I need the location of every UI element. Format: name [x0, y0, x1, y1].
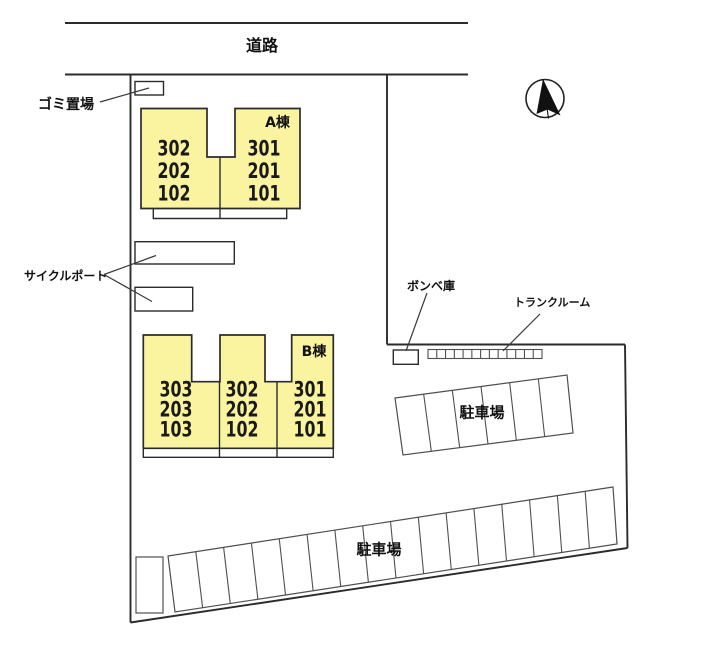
parking-stall-divider [362, 525, 369, 583]
unit-number: 302 [226, 378, 259, 402]
parking-lower-single-stall [135, 556, 164, 614]
parking-lower-stall-dividers [195, 491, 590, 608]
trunk-room-leader-line [502, 313, 541, 352]
unit-number: 202 [158, 159, 191, 183]
unit-number: 302 [158, 137, 191, 161]
parking-stall-divider [423, 394, 432, 452]
gas-cylinder-box [392, 349, 419, 366]
parking-stall-divider [501, 504, 508, 562]
unit-number: 103 [160, 418, 193, 442]
unit-number: 102 [158, 182, 191, 206]
north-arrow-circle [525, 78, 565, 119]
parking-lower: 駐車場 [135, 486, 618, 614]
parking-stall-divider [334, 530, 342, 587]
parking-stall-divider [223, 547, 231, 604]
road-label: 道路 [246, 36, 279, 55]
parking-upper: 駐車場 [394, 374, 574, 456]
parking-stall-divider [250, 542, 259, 600]
building-a: A棟 302 202 102 301 201 101 [140, 107, 301, 220]
parking-stall-divider [480, 386, 489, 445]
unit-number: 202 [226, 398, 259, 422]
parking-lower-outline [167, 486, 618, 613]
unit-number: 102 [226, 418, 259, 442]
gas-cylinder-storage: ボンベ庫 [392, 278, 455, 366]
building-a-unit-numbers: 302 202 102 301 201 101 [158, 137, 281, 206]
north-arrow-pointer [536, 79, 561, 116]
parking-stall-divider [584, 491, 590, 549]
building-b-porch [142, 448, 334, 458]
unit-number: 303 [160, 378, 193, 402]
trunk-room: トランクルーム [427, 296, 590, 360]
parking-stall-divider [195, 551, 204, 608]
unit-number: 201 [248, 159, 281, 183]
cycle-port-leader-line-2 [103, 273, 153, 303]
parking-stall-divider [529, 499, 535, 557]
parking-stall-divider [473, 508, 480, 566]
building-a-label: A棟 [265, 114, 291, 131]
parking-upper-label: 駐車場 [459, 404, 504, 422]
trunk-room-strip [427, 348, 543, 360]
parking-stall-divider [451, 390, 461, 448]
cycle-port-leader-line-1 [103, 254, 157, 276]
unit-number: 201 [294, 398, 327, 422]
parking-stall-divider [417, 517, 425, 574]
cycle-port-bay-1 [134, 240, 236, 265]
boundary-bottom [130, 547, 628, 624]
site-boundary [129, 74, 629, 624]
parking-stall-divider [445, 512, 452, 570]
building-b-unit-numbers: 303 203 103 302 202 102 301 201 101 [160, 378, 327, 442]
parking-lower-label: 駐車場 [356, 541, 401, 559]
building-b: B棟 303 203 103 302 202 102 301 201 101 [142, 334, 335, 458]
unit-number: 101 [294, 418, 327, 442]
unit-number: 301 [248, 137, 281, 161]
trunk-room-label: トランクルーム [514, 296, 590, 309]
garbage-area: ゴミ置場 [38, 80, 165, 113]
gas-cylinder-label: ボンベ庫 [407, 278, 455, 293]
trunk-room-dividers [436, 349, 534, 359]
garbage-leader-line [99, 87, 150, 103]
north-arrow-icon [525, 78, 565, 119]
garbage-label: ゴミ置場 [38, 96, 94, 113]
parking-stall-divider [509, 382, 517, 441]
parking-stall-divider [389, 521, 397, 579]
building-b-label: B棟 [302, 343, 328, 360]
building-a-porch [152, 208, 288, 220]
cycle-port-label: サイクルポート [24, 268, 107, 283]
north-arrow-axis [542, 78, 550, 119]
parking-stall-divider [556, 495, 563, 553]
unit-number: 101 [248, 182, 281, 206]
cycle-port: サイクルポート [24, 240, 236, 312]
unit-number: 203 [160, 398, 193, 422]
parking-stall-divider [278, 538, 287, 596]
parking-stall-divider [306, 534, 314, 591]
road: 道路 [65, 21, 468, 76]
parking-stall-divider [537, 378, 546, 437]
gas-cylinder-leader-line [405, 292, 428, 352]
unit-number: 301 [294, 378, 327, 402]
parking-upper-stall-dividers [423, 378, 546, 452]
garbage-box [134, 80, 165, 96]
boundary-right [624, 344, 629, 549]
cycle-port-bay-2 [134, 286, 194, 312]
